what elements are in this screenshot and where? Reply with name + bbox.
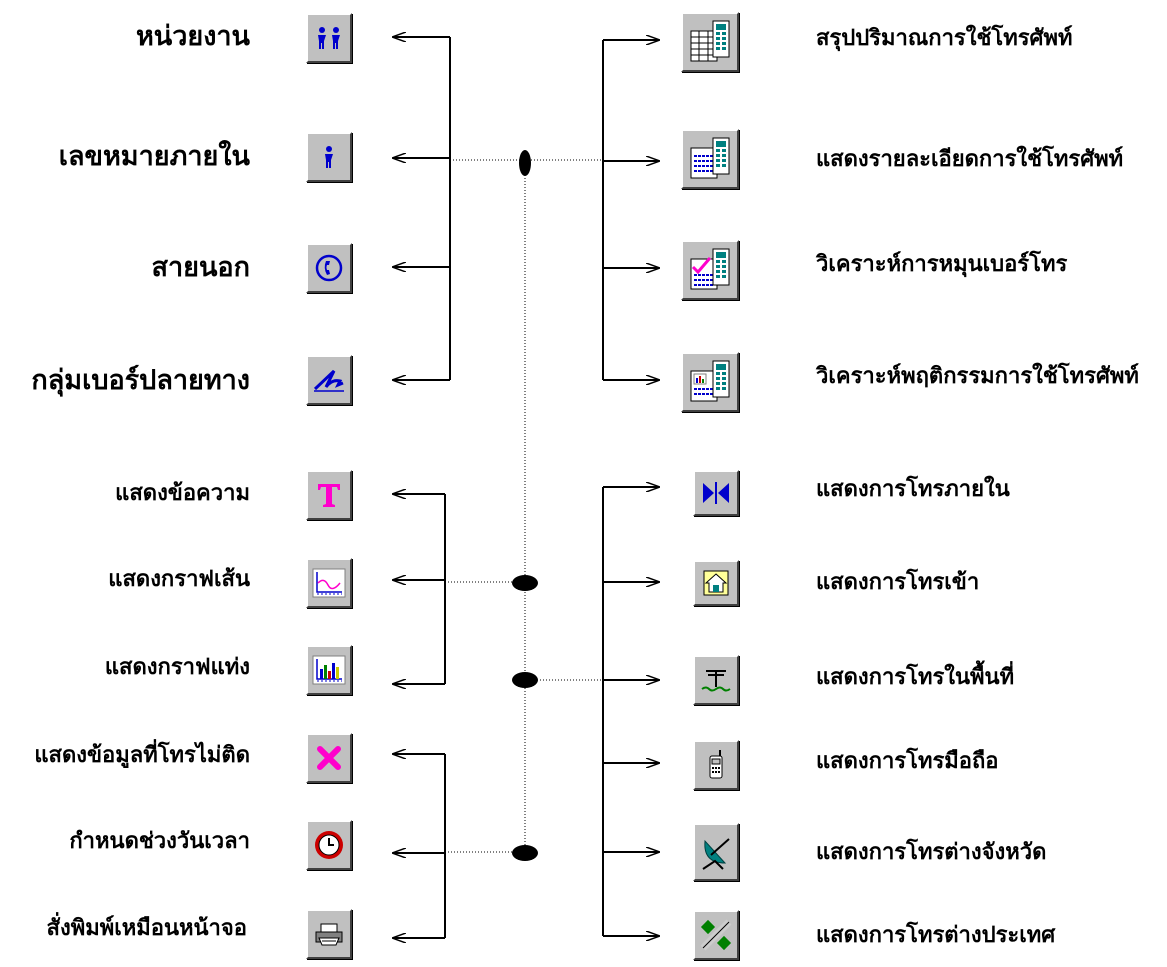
mobile-phone-icon bbox=[709, 750, 723, 779]
label-line-graph: แสดงกราฟเส้น bbox=[108, 566, 250, 592]
date-range-button[interactable] bbox=[306, 820, 352, 870]
outside-line-button[interactable] bbox=[306, 243, 352, 293]
label-print-screen: สั่งพิมพ์เหมือนหน้าจอ bbox=[46, 915, 247, 941]
dial-analysis-button[interactable] bbox=[681, 240, 739, 300]
check-report-icon bbox=[690, 248, 730, 290]
label-long-distance-calls: แสดงการโทรต่างจังหวัด bbox=[816, 839, 1047, 865]
label-bar-graph: แสดงกราฟแท่ง bbox=[104, 654, 250, 680]
line-graph-button[interactable] bbox=[306, 558, 352, 608]
summary-report-icon bbox=[690, 20, 730, 62]
house-icon bbox=[703, 570, 729, 596]
usage-summary-button[interactable] bbox=[681, 12, 739, 72]
label-mobile-calls: แสดงการโทรมือถือ bbox=[816, 748, 999, 774]
label-internal-calls: แสดงการโทรภายใน bbox=[816, 476, 1010, 502]
label-destination-group: กลุ่มเบอร์ปลายทาง bbox=[31, 365, 250, 396]
label-failed-calls: แสดงข้อมูลที่โทรไม่ติด bbox=[34, 742, 250, 768]
detail-report-icon bbox=[690, 137, 730, 179]
international-calls-button[interactable] bbox=[693, 910, 739, 960]
bar-graph-button[interactable] bbox=[306, 645, 352, 695]
x-mark-icon bbox=[317, 746, 341, 770]
printer-icon bbox=[315, 923, 343, 946]
people-icon bbox=[318, 27, 340, 49]
label-local-calls: แสดงการโทรในพื้นที่ bbox=[816, 664, 1015, 690]
label-usage-summary: สรุปปริมาณการใช้โทรศัพท์ bbox=[816, 25, 1073, 51]
label-usage-detail: แสดงรายละเอียดการใช้โทรศัพท์ bbox=[816, 146, 1124, 172]
phone-icon bbox=[315, 254, 343, 282]
person-icon bbox=[325, 146, 333, 168]
label-extension: เลขหมายภายใน bbox=[58, 141, 250, 172]
show-text-button[interactable] bbox=[306, 470, 352, 520]
label-show-text: แสดงข้อความ bbox=[115, 480, 250, 506]
failed-calls-button[interactable] bbox=[306, 733, 352, 783]
signature-icon bbox=[313, 369, 344, 392]
extension-button[interactable] bbox=[306, 132, 352, 182]
label-international-calls: แสดงการโทรต่างประเทศ bbox=[816, 922, 1056, 948]
destination-group-button[interactable] bbox=[306, 355, 352, 405]
label-date-range: กำหนดช่วงวันเวลา bbox=[69, 828, 250, 854]
long-distance-calls-button[interactable] bbox=[693, 823, 739, 881]
incoming-calls-button[interactable] bbox=[693, 560, 739, 606]
internal-calls-button[interactable] bbox=[693, 470, 739, 516]
line-chart-icon bbox=[312, 568, 346, 598]
print-screen-button[interactable] bbox=[306, 909, 352, 959]
behavior-analysis-button[interactable] bbox=[681, 352, 739, 412]
satellite-dish-icon bbox=[702, 838, 730, 870]
text-icon bbox=[318, 484, 340, 507]
usage-detail-button[interactable] bbox=[681, 129, 739, 189]
clock-icon bbox=[315, 831, 343, 859]
satellite-icon bbox=[700, 919, 732, 951]
label-department: หน่วยงาน bbox=[135, 21, 250, 52]
antenna-icon bbox=[701, 670, 731, 692]
bar-chart-icon bbox=[312, 655, 346, 685]
internal-arrows-icon bbox=[703, 482, 729, 504]
chart-report-icon bbox=[690, 360, 730, 402]
label-outside-line: สายนอก bbox=[151, 252, 250, 283]
mobile-calls-button[interactable] bbox=[693, 740, 739, 790]
label-dial-analysis: วิเคราะห์การหมุนเบอร์โทร bbox=[816, 251, 1068, 277]
department-button[interactable] bbox=[306, 13, 352, 63]
local-calls-button[interactable] bbox=[693, 655, 739, 705]
label-behavior-analysis: วิเคราะห์พฤติกรรมการใช้โทรศัพท์ bbox=[816, 363, 1139, 389]
label-incoming-calls: แสดงการโทรเข้า bbox=[816, 569, 980, 595]
